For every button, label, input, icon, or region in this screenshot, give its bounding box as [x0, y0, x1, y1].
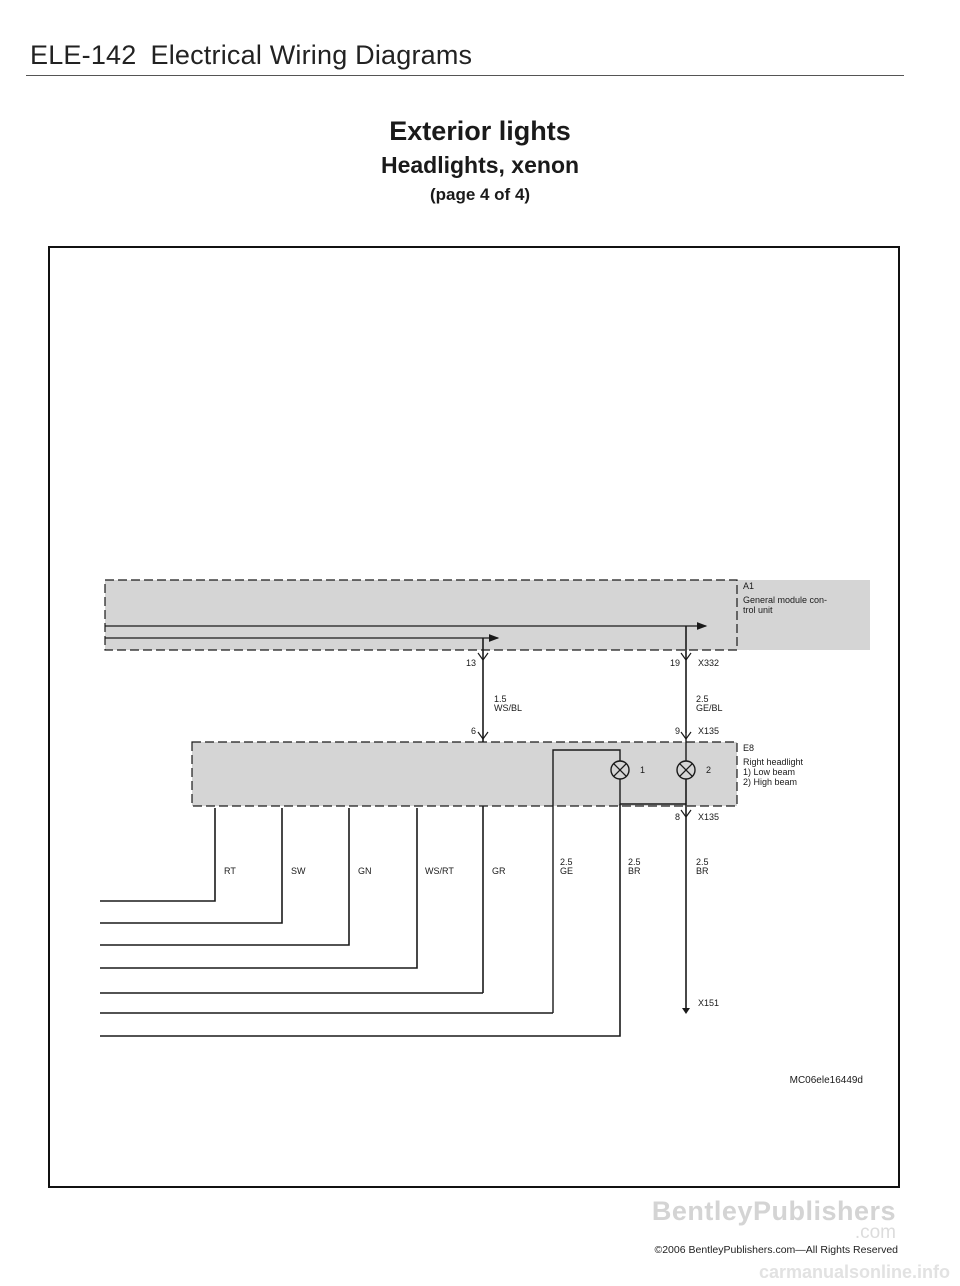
page-header: ELE-142 Electrical Wiring Diagrams: [30, 40, 472, 71]
a1-desc-line1: General module con-: [743, 595, 827, 605]
x135-pin6-marker: [477, 731, 489, 741]
x135-pin6: 6: [471, 726, 476, 736]
wire-sw: [100, 808, 283, 924]
bulb-2-number: 2: [706, 765, 711, 775]
publisher-logo: BentleyPublishers: [651, 1196, 896, 1226]
wire-br-ground-gauge: 2.5: [696, 857, 709, 867]
wire-br: [100, 804, 621, 1037]
e8-desc-line3: 2) High beam: [743, 777, 797, 787]
wire-label-gr-color: GR: [492, 866, 506, 876]
module-e8-outline: [191, 741, 738, 807]
wire-gn: [100, 808, 350, 946]
wire-rt: [100, 808, 216, 902]
a1-desc-line2: trol unit: [743, 605, 773, 615]
copyright-notice: ©2006 BentleyPublishers.com—All Rights R…: [654, 1244, 898, 1256]
wire-label-gn-color: GN: [358, 866, 372, 876]
x332-pin13: 13: [466, 658, 476, 668]
x135-pin9: 9: [675, 726, 680, 736]
header-divider: [26, 75, 904, 76]
publisher-logo-domain: .com: [854, 1222, 896, 1243]
diagram-page-indicator: (page 4 of 4): [429, 185, 531, 204]
section-code: ELE-142: [30, 40, 137, 70]
x135-pin8: 8: [675, 812, 680, 822]
x135-top-label: X135: [698, 726, 719, 736]
wire-label-ge-gauge: 2.5: [560, 857, 573, 867]
x151-ground-icon: [682, 1008, 690, 1014]
wire-ws-rt: [100, 808, 418, 969]
wire-label-br-gauge: 2.5: [628, 857, 641, 867]
x135-pin8-marker: [680, 809, 692, 819]
wire-label-br-color: BR: [628, 866, 641, 876]
x135-bottom-label: X135: [698, 812, 719, 822]
low-beam-bulb-icon: [610, 760, 630, 780]
diagram-subtitle: Headlights, xenon: [380, 152, 580, 178]
a1-id: A1: [743, 581, 754, 591]
module-a1-outline: [104, 579, 738, 651]
wire-ws-bl-color: WS/BL: [494, 703, 522, 713]
site-watermark: carmanualsonline.info: [758, 1262, 950, 1282]
x332-pin19-marker: [680, 652, 692, 662]
e8-desc-line1: Right headlight: [743, 757, 804, 767]
wire-br-ground-color: BR: [696, 866, 709, 876]
wire-label-ge-color: GE: [560, 866, 573, 876]
diagram-title: Exterior lights: [389, 116, 571, 146]
bulb-1-number: 1: [640, 765, 645, 775]
wire-ws-bl-gauge: 1.5: [494, 694, 507, 704]
module-e8-fill: [192, 742, 737, 806]
wiring-diagram: A1 General module con- trol unit 13 19 X…: [100, 579, 870, 1086]
e8-id: E8: [743, 743, 754, 753]
wire-label-ws-rt-color: WS/RT: [425, 866, 454, 876]
e8-desc-line2: 1) Low beam: [743, 767, 795, 777]
wire-ge-bl-color: GE/BL: [696, 703, 723, 713]
x151-label: X151: [698, 998, 719, 1008]
figure-id: MC06ele16449d: [790, 1075, 863, 1086]
e8-low-beam-feed: [552, 749, 621, 1013]
module-a1-fill: [105, 580, 870, 650]
diagram-frame: A1 General module con- trol unit 13 19 X…: [48, 246, 900, 1188]
wire-ge-bl-gauge: 2.5: [696, 694, 709, 704]
x332-pin13-marker: [477, 652, 489, 662]
x332-label: X332: [698, 658, 719, 668]
wire-label-sw-color: SW: [291, 866, 306, 876]
x332-pin19: 19: [670, 658, 680, 668]
wire-label-rt-color: RT: [224, 866, 236, 876]
section-title: Electrical Wiring Diagrams: [150, 40, 473, 70]
